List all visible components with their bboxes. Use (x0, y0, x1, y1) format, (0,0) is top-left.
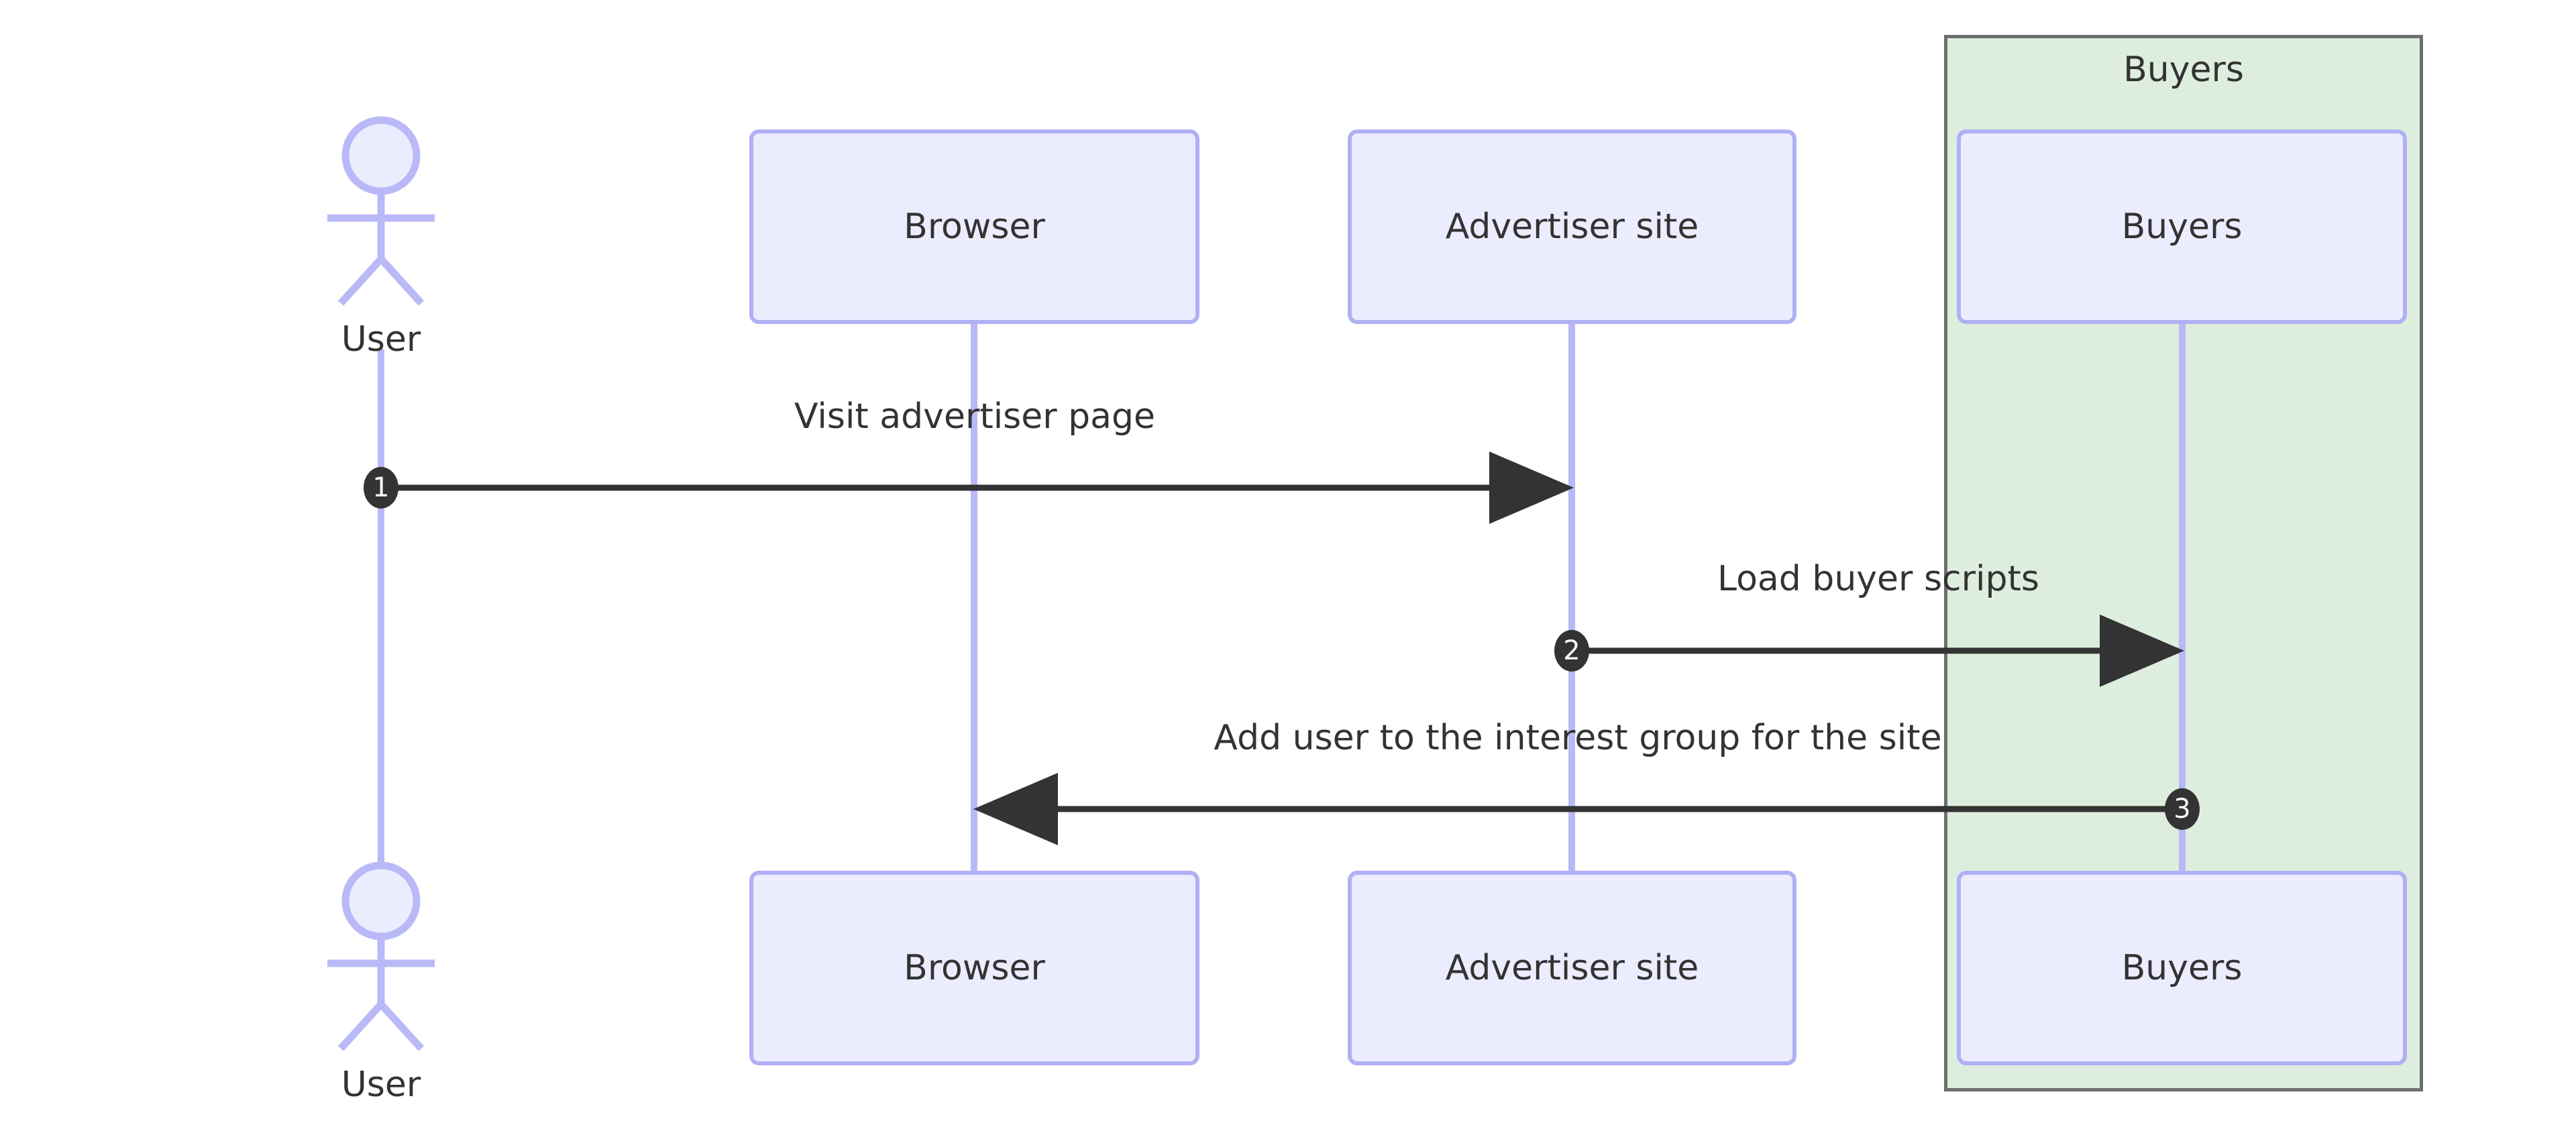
participant-box-browser-bottom[interactable]: Browser (749, 871, 1199, 1065)
message-label-1: Visit advertiser page (794, 396, 1156, 437)
actor-leg-right (378, 256, 425, 306)
actor-head-icon (341, 116, 421, 195)
actor-label-user-bottom: User (341, 1065, 421, 1105)
participant-label-browser: Browser (904, 948, 1045, 988)
actor-label-user-top: User (341, 319, 421, 360)
participant-box-browser-top[interactable]: Browser (749, 129, 1199, 324)
participant-label-advertiser: Advertiser site (1445, 207, 1699, 247)
message-label-2: Load buyer scripts (1717, 559, 2039, 599)
participant-box-advertiser-bottom[interactable]: Advertiser site (1348, 871, 1796, 1065)
message-label-3: Add user to the interest group for the s… (1214, 718, 1942, 758)
participant-label-browser: Browser (904, 207, 1045, 247)
sequence-badge-1: 1 (364, 467, 398, 509)
actor-user-top (327, 116, 435, 306)
group-label-buyers: Buyers (2123, 50, 2244, 90)
participant-label-buyers: Buyers (2121, 948, 2243, 988)
participant-box-advertiser-top[interactable]: Advertiser site (1348, 129, 1796, 324)
actor-user-bottom (327, 861, 435, 1051)
participant-label-buyers: Buyers (2121, 207, 2243, 247)
participant-label-advertiser: Advertiser site (1445, 948, 1699, 988)
actor-head-icon (341, 861, 421, 941)
actor-leg-right (378, 1002, 425, 1051)
actor-leg-left (337, 256, 384, 306)
sequence-badge-2: 2 (1554, 630, 1589, 672)
sequence-badge-3: 3 (2165, 788, 2200, 830)
actor-leg-left (337, 1002, 384, 1051)
participant-box-buyers-top[interactable]: Buyers (1957, 129, 2407, 324)
participant-box-buyers-bottom[interactable]: Buyers (1957, 871, 2407, 1065)
